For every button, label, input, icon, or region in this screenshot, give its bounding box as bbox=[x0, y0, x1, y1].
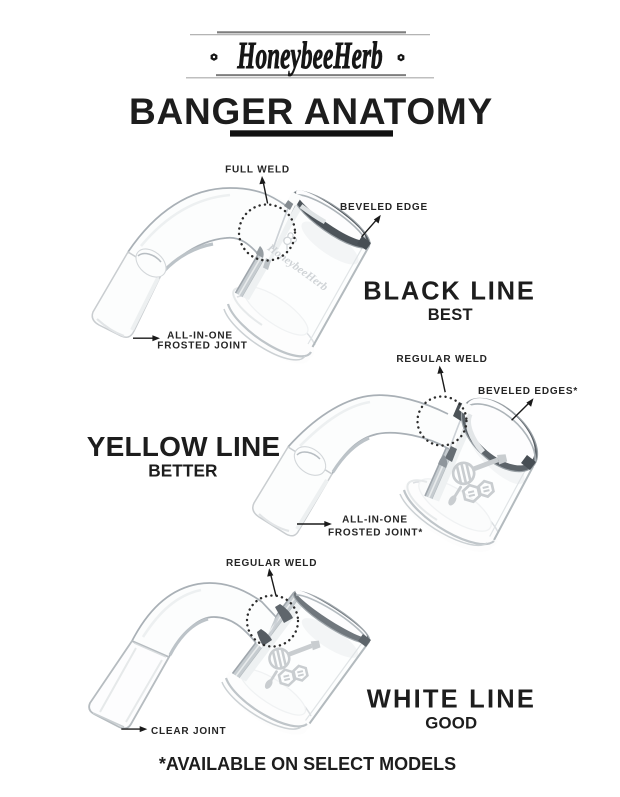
svg-text:YELLOW LINE: YELLOW LINE bbox=[87, 431, 281, 462]
svg-text:ALL-IN-ONE: ALL-IN-ONE bbox=[167, 331, 233, 342]
svg-text:*AVAILABLE ON SELECT MODELS: *AVAILABLE ON SELECT MODELS bbox=[159, 754, 456, 774]
svg-text:BEVELED EDGES*: BEVELED EDGES* bbox=[478, 386, 578, 397]
svg-text:CLEAR JOINT: CLEAR JOINT bbox=[151, 726, 226, 737]
svg-text:BANGER ANATOMY: BANGER ANATOMY bbox=[129, 91, 493, 132]
svg-text:REGULAR WELD: REGULAR WELD bbox=[396, 354, 487, 365]
svg-text:FULL WELD: FULL WELD bbox=[225, 164, 290, 175]
svg-text:REGULAR WELD: REGULAR WELD bbox=[226, 558, 317, 569]
svg-text:HoneybeeHerb: HoneybeeHerb bbox=[237, 34, 383, 76]
svg-text:BETTER: BETTER bbox=[148, 461, 218, 481]
svg-text:WHITE LINE: WHITE LINE bbox=[367, 686, 536, 714]
svg-text:FROSTED JOINT*: FROSTED JOINT* bbox=[328, 527, 423, 538]
svg-text:BLACK LINE: BLACK LINE bbox=[363, 277, 535, 305]
svg-text:FROSTED JOINT: FROSTED JOINT bbox=[157, 340, 247, 351]
svg-text:BEST: BEST bbox=[428, 306, 473, 324]
svg-text:ALL-IN-ONE: ALL-IN-ONE bbox=[342, 514, 408, 525]
svg-text:BEVELED EDGE: BEVELED EDGE bbox=[340, 202, 428, 213]
svg-text:GOOD: GOOD bbox=[425, 714, 477, 733]
